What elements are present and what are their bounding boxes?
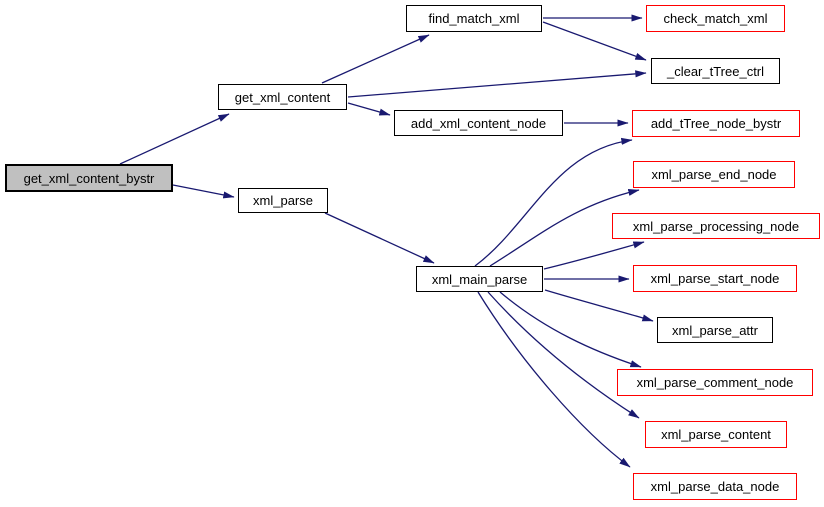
graph-node-get_xml_content_bystr: get_xml_content_bystr	[5, 164, 173, 192]
edge-xml_main_parse-to-xml_parse_processing_node	[543, 241, 645, 270]
graph-node-xml_main_parse[interactable]: xml_main_parse	[416, 266, 543, 292]
edge-xml_main_parse-to-xml_parse_end_node	[489, 188, 640, 267]
edge-get_xml_content-to-add_xml_content_node	[347, 102, 391, 116]
edge-find_match_xml-to-_clear_tTree_ctrl	[542, 21, 647, 61]
graph-node-find_match_xml[interactable]: find_match_xml	[406, 5, 542, 32]
edge-xml_main_parse-to-add_tTree_node_bystr	[474, 137, 633, 267]
edge-get_xml_content-to-_clear_tTree_ctrl	[347, 70, 647, 98]
graph-node-xml_parse[interactable]: xml_parse	[238, 188, 328, 213]
graph-node-add_xml_content_node[interactable]: add_xml_content_node	[394, 110, 563, 136]
edge-get_xml_content-to-find_match_xml	[321, 34, 430, 84]
graph-node-add_tTree_node_bystr[interactable]: add_tTree_node_bystr	[632, 110, 800, 137]
edge-get_xml_content_bystr-to-xml_parse	[172, 184, 235, 199]
graph-node-xml_parse_comment_node[interactable]: xml_parse_comment_node	[617, 369, 813, 396]
graph-node-xml_parse_end_node[interactable]: xml_parse_end_node	[633, 161, 795, 188]
edge-xml_main_parse-to-xml_parse_attr	[544, 289, 654, 322]
graph-node-get_xml_content[interactable]: get_xml_content	[218, 84, 347, 110]
edge-get_xml_content_bystr-to-get_xml_content	[119, 113, 230, 165]
graph-node-xml_parse_processing_node[interactable]: xml_parse_processing_node	[612, 213, 820, 239]
graph-node-_clear_tTree_ctrl[interactable]: _clear_tTree_ctrl	[651, 58, 780, 84]
graph-node-xml_parse_start_node[interactable]: xml_parse_start_node	[633, 265, 797, 292]
edge-xml_parse-to-xml_main_parse	[324, 212, 435, 264]
graph-node-xml_parse_attr[interactable]: xml_parse_attr	[657, 317, 773, 343]
edge-xml_main_parse-to-xml_parse_data_node	[477, 291, 631, 468]
graph-node-xml_parse_content[interactable]: xml_parse_content	[645, 421, 787, 448]
edge-xml_main_parse-to-xml_parse_comment_node	[499, 291, 642, 368]
graph-node-xml_parse_data_node[interactable]: xml_parse_data_node	[633, 473, 797, 500]
edge-xml_main_parse-to-xml_parse_content	[487, 291, 640, 419]
graph-node-check_match_xml[interactable]: check_match_xml	[646, 5, 785, 32]
